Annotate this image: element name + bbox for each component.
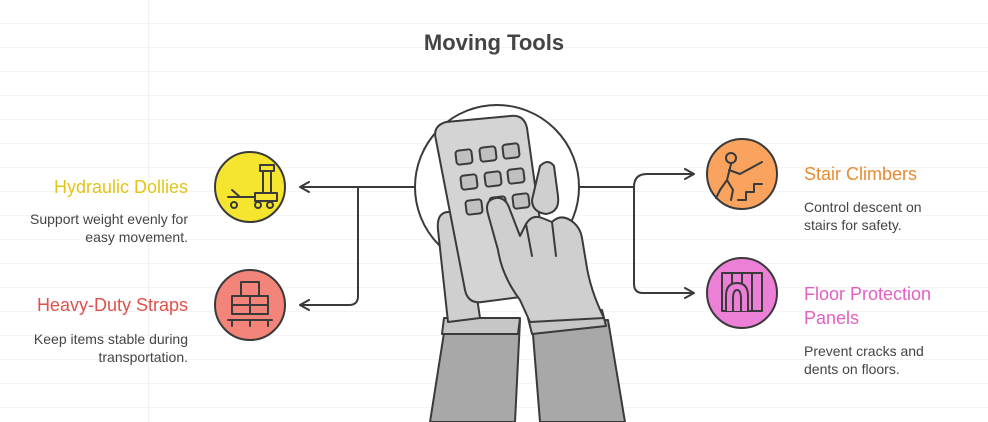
desc-hydraulic-dollies: Support weight evenly for easy movement. [30,211,188,245]
label-floor-protection-panels: Floor Protection Panels [804,282,974,330]
right-hand [486,196,605,323]
connector-lines [299,168,695,311]
thumb [531,161,560,215]
connector-floor-panels [633,187,695,299]
desc-stair-climbers: Control descent on stairs for safety. [804,199,922,233]
hands-holding-remote-icon [414,104,626,422]
diagram-title: Moving Tools [423,30,565,55]
desc-floor-protection-panels: Prevent cracks and dents on floors. [804,343,924,377]
label-floor-protection-panels-text: Floor Protection Panels [804,284,932,328]
desc-heavy-duty-straps: Keep items stable during transportation. [33,331,188,365]
label-hydraulic-dollies: Hydraulic Dollies [20,175,188,199]
hydraulic-dolly-icon [214,151,286,223]
label-heavy-duty-straps: Heavy-Duty Straps [10,293,188,317]
stair-climber-icon [706,138,778,210]
label-stair-climbers: Stair Climbers [804,162,974,186]
left-cuff [441,317,521,335]
label-hydraulic-dollies-text: Hydraulic Dollies [53,177,188,197]
connector-stair-climbers [575,168,695,188]
floor-panel-icon [706,257,778,329]
label-heavy-duty-straps-text: Heavy-Duty Straps [36,295,188,315]
left-sleeve [429,319,521,422]
strapped-boxes-icon [214,269,286,341]
background-margin-line [148,0,149,422]
connector-heavy-duty-straps [299,187,359,311]
label-stair-climbers-text: Stair Climbers [804,164,918,184]
right-sleeve [531,319,626,422]
